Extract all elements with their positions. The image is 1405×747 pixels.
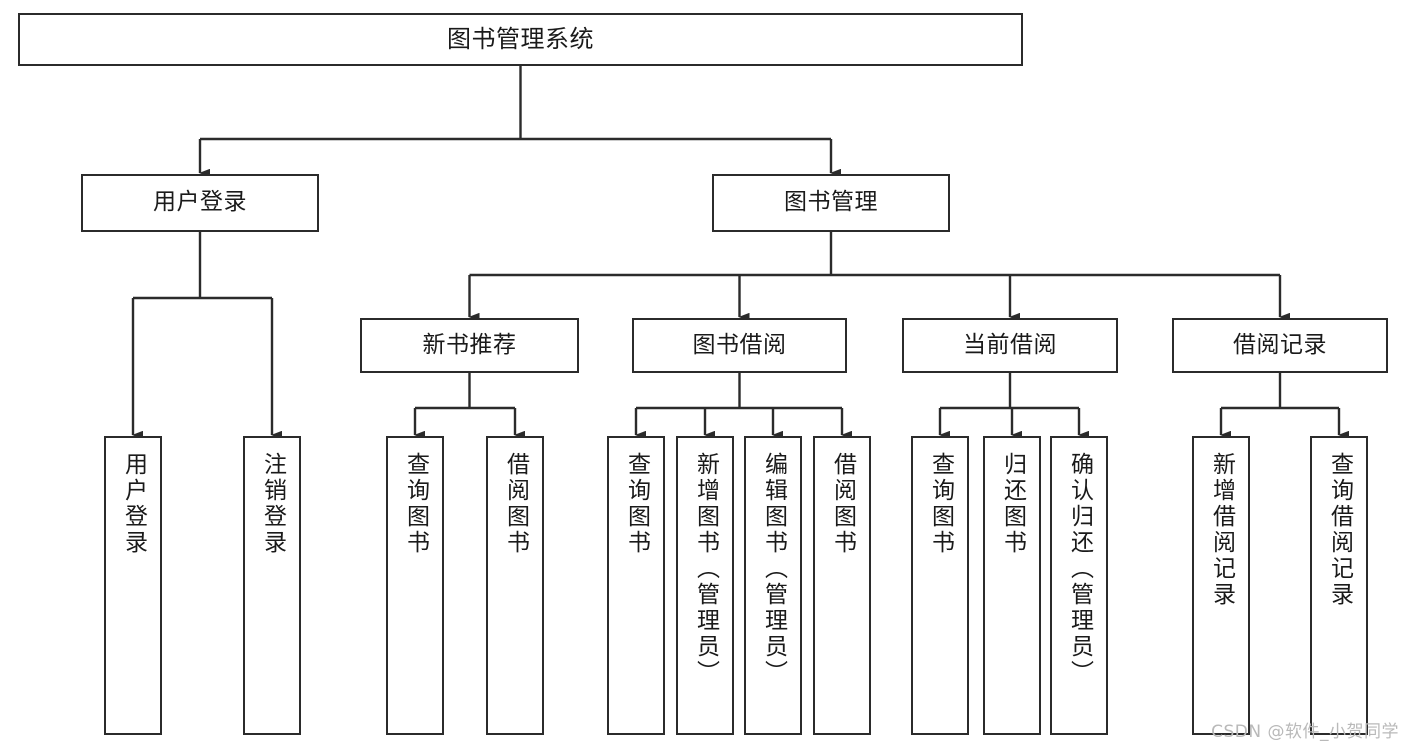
- leaf-borrow-book-label: 借阅图书: [829, 452, 856, 556]
- leaf-query-book-recommend-label: 查询图书: [402, 452, 429, 556]
- leaf-query-book-current[interactable]: 查询图书: [911, 436, 969, 735]
- node-book-management[interactable]: 图书管理: [712, 174, 950, 232]
- node-book-borrow[interactable]: 图书借阅: [632, 318, 847, 373]
- leaf-logout[interactable]: 注销登录: [243, 436, 301, 735]
- leaf-query-book-borrow[interactable]: 查询图书: [607, 436, 665, 735]
- leaf-query-book-current-label: 查询图书: [927, 452, 954, 556]
- leaf-add-book-admin[interactable]: 新增图书（管理员）: [676, 436, 734, 735]
- leaf-query-book-borrow-label: 查询图书: [623, 452, 650, 556]
- leaf-confirm-return-admin-label: 确认归还（管理员）: [1066, 452, 1093, 686]
- node-book-management-label: 图书管理: [784, 189, 878, 216]
- leaf-add-book-admin-label: 新增图书（管理员）: [692, 452, 719, 686]
- leaf-return-book-label: 归还图书: [999, 452, 1026, 556]
- leaf-add-borrow-record[interactable]: 新增借阅记录: [1192, 436, 1250, 735]
- leaf-logout-label: 注销登录: [259, 452, 286, 556]
- leaf-edit-book-admin[interactable]: 编辑图书（管理员）: [744, 436, 802, 735]
- node-root[interactable]: 图书管理系统: [18, 13, 1023, 66]
- leaf-query-book-recommend[interactable]: 查询图书: [386, 436, 444, 735]
- leaf-user-login[interactable]: 用户登录: [104, 436, 162, 735]
- node-current-borrow[interactable]: 当前借阅: [902, 318, 1118, 373]
- leaf-query-borrow-record-label: 查询借阅记录: [1326, 452, 1353, 608]
- node-book-borrow-label: 图书借阅: [692, 331, 787, 358]
- node-user-login-label: 用户登录: [153, 189, 247, 216]
- node-new-book-recommend-label: 新书推荐: [422, 331, 517, 358]
- edges: [131, 66, 1349, 440]
- leaf-borrow-book-recommend[interactable]: 借阅图书: [486, 436, 544, 735]
- node-current-borrow-label: 当前借阅: [963, 331, 1057, 358]
- leaf-borrow-book-recommend-label: 借阅图书: [502, 452, 529, 556]
- leaf-borrow-book[interactable]: 借阅图书: [813, 436, 871, 735]
- node-new-book-recommend[interactable]: 新书推荐: [360, 318, 579, 373]
- node-user-login[interactable]: 用户登录: [81, 174, 319, 232]
- node-root-label: 图书管理系统: [447, 25, 594, 54]
- leaf-query-borrow-record[interactable]: 查询借阅记录: [1310, 436, 1368, 735]
- leaf-confirm-return-admin[interactable]: 确认归还（管理员）: [1050, 436, 1108, 735]
- leaf-add-borrow-record-label: 新增借阅记录: [1208, 452, 1235, 608]
- leaf-edit-book-admin-label: 编辑图书（管理员）: [760, 452, 787, 686]
- node-borrow-record[interactable]: 借阅记录: [1172, 318, 1388, 373]
- leaf-user-login-label: 用户登录: [120, 452, 147, 556]
- node-borrow-record-label: 借阅记录: [1233, 331, 1327, 358]
- leaf-return-book[interactable]: 归还图书: [983, 436, 1041, 735]
- csdn-watermark: CSDN @软件_小贺同学: [1211, 722, 1399, 742]
